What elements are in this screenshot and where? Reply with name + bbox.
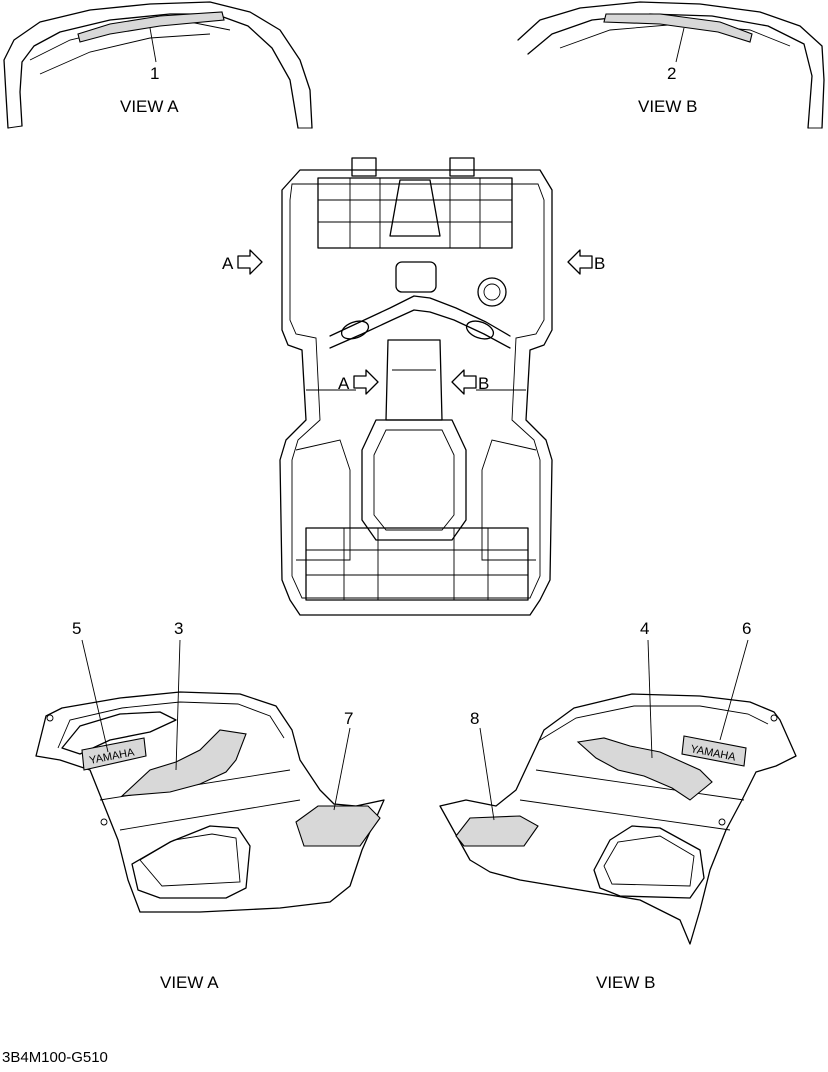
arrow-b-outer: B	[567, 249, 605, 275]
arrow-a-inner: A	[338, 369, 379, 395]
arrow-b-outer-label: B	[594, 254, 605, 273]
decal-3	[120, 729, 247, 797]
side-panel-view-a: YAMAHA 5 3 7 VIEW A	[35, 619, 385, 992]
callout-3: 3	[174, 619, 183, 638]
decal-5: YAMAHA	[81, 737, 147, 771]
leader-2	[675, 27, 685, 63]
view-b-bottom-label: VIEW B	[596, 973, 656, 992]
decal-6: YAMAHA	[681, 735, 747, 767]
decal-8	[455, 815, 539, 847]
decal-4	[576, 737, 713, 801]
callout-4: 4	[640, 619, 649, 638]
side-panel-view-b: YAMAHA 6 4 8 VIEW B	[439, 619, 797, 992]
view-a-top-label: VIEW A	[120, 97, 179, 116]
leader-6	[719, 639, 749, 741]
arrow-a-outer-label: A	[222, 254, 234, 273]
leader-8	[479, 727, 495, 821]
callout-5: 5	[72, 619, 81, 638]
callout-8: 8	[470, 709, 479, 728]
arrow-b-inner-label: B	[478, 374, 489, 393]
fender-view-b: 2 VIEW B	[517, 1, 825, 129]
leader-5	[81, 639, 109, 753]
arrow-a-outer: A	[222, 249, 263, 275]
decal-1	[77, 11, 225, 43]
arrow-b-inner: B	[451, 369, 489, 395]
callout-7: 7	[344, 709, 353, 728]
arrow-a-inner-label: A	[338, 374, 350, 393]
callout-1: 1	[150, 64, 159, 83]
leader-1	[149, 27, 157, 63]
leader-3	[175, 639, 181, 771]
fender-view-a: 1 VIEW A	[3, 1, 313, 129]
view-b-top-label: VIEW B	[638, 97, 698, 116]
atv-top-view	[279, 157, 553, 616]
leader-4	[647, 639, 653, 759]
view-a-bottom-label: VIEW A	[160, 973, 219, 992]
decal-2	[603, 13, 753, 43]
callout-2: 2	[667, 64, 676, 83]
callout-6: 6	[742, 619, 751, 638]
diagram-code: 3B4M100-G510	[2, 1049, 108, 1066]
decal-7	[295, 805, 381, 847]
leader-7	[333, 727, 351, 811]
